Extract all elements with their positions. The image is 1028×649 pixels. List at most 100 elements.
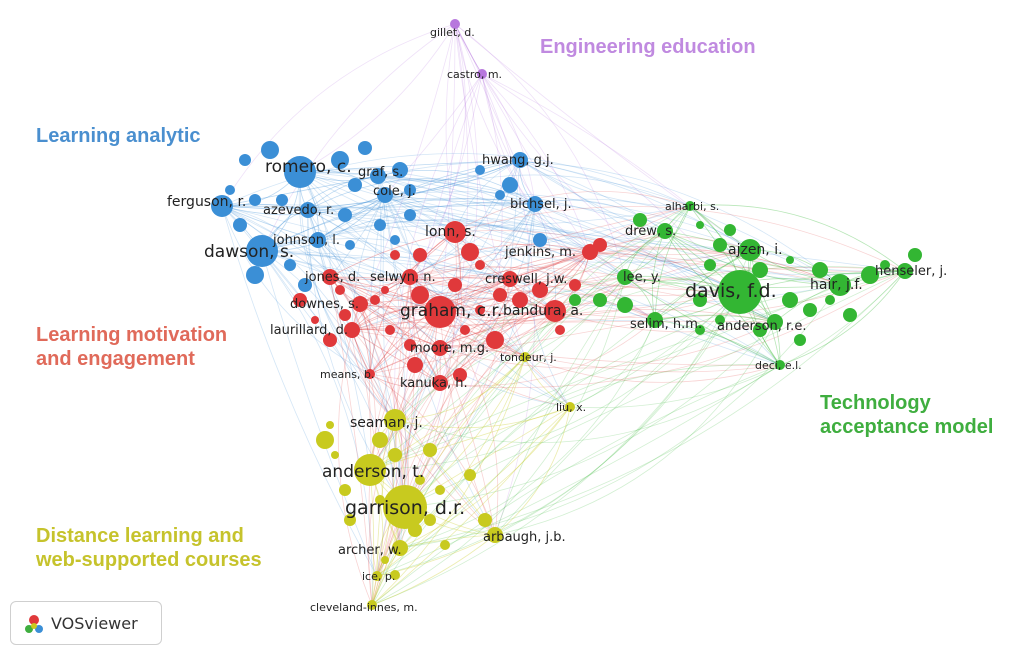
minor-node <box>370 295 380 305</box>
author-node[interactable] <box>392 540 408 556</box>
author-label: bandura, a. <box>503 303 583 319</box>
link-edge <box>394 364 781 444</box>
author-node[interactable] <box>657 223 673 239</box>
author-node[interactable] <box>739 239 761 261</box>
minor-node <box>475 165 485 175</box>
author-node[interactable] <box>310 232 326 248</box>
minor-node <box>633 213 647 227</box>
link-edge <box>439 203 536 384</box>
link-edge <box>399 284 841 549</box>
link-edge <box>369 309 776 375</box>
author-node[interactable] <box>775 360 785 370</box>
link-edge <box>509 248 841 286</box>
link-edge <box>261 250 781 366</box>
author-node[interactable] <box>527 196 543 212</box>
link-edge <box>369 406 571 471</box>
link-edge <box>664 230 841 286</box>
author-node[interactable] <box>767 314 783 330</box>
minor-node <box>374 219 386 231</box>
author-node[interactable] <box>377 187 393 203</box>
author-node[interactable] <box>477 69 487 79</box>
link-edge <box>261 250 378 577</box>
minor-node <box>390 235 400 245</box>
link-edge <box>654 319 781 366</box>
author-label: henseler, j. <box>875 264 947 279</box>
author-node[interactable] <box>246 235 278 267</box>
author-node[interactable] <box>647 312 663 328</box>
author-node[interactable] <box>685 201 695 211</box>
minor-node <box>348 178 362 192</box>
minor-node <box>293 293 307 307</box>
link-edge <box>369 276 411 375</box>
author-node[interactable] <box>383 485 427 529</box>
author-node[interactable] <box>384 409 406 431</box>
author-node[interactable] <box>432 340 448 356</box>
link-edge <box>404 203 536 508</box>
author-node[interactable] <box>502 271 518 287</box>
link-edge <box>329 276 526 358</box>
link-edge <box>351 329 441 384</box>
link-edge <box>261 175 379 252</box>
link-edge <box>359 251 591 305</box>
author-node[interactable] <box>211 195 233 217</box>
link-edge <box>369 373 496 536</box>
link-edge <box>261 250 571 408</box>
author-node[interactable] <box>354 454 386 486</box>
author-node[interactable] <box>424 296 456 328</box>
author-node[interactable] <box>372 571 382 581</box>
link-edge <box>307 209 571 408</box>
author-node[interactable] <box>718 270 762 314</box>
link-edge <box>261 198 536 252</box>
author-node[interactable] <box>544 300 566 322</box>
author-node[interactable] <box>512 152 528 168</box>
author-label: graham, c.r. <box>400 301 502 321</box>
minor-node <box>752 262 768 278</box>
author-node[interactable] <box>897 263 913 279</box>
author-node[interactable] <box>444 221 466 243</box>
minor-node <box>715 315 725 325</box>
author-node[interactable] <box>367 600 377 610</box>
minor-node <box>495 190 505 200</box>
minor-node <box>696 221 704 229</box>
link-edge <box>384 191 841 286</box>
link-edge <box>664 230 776 323</box>
author-node[interactable] <box>432 375 448 391</box>
minor-node <box>486 331 504 349</box>
minor-node <box>225 185 235 195</box>
link-edge <box>439 231 461 349</box>
link-edge <box>221 175 379 207</box>
link-edge <box>398 73 483 549</box>
author-node[interactable] <box>520 352 530 362</box>
author-node[interactable] <box>365 369 375 379</box>
link-edge <box>569 270 906 409</box>
minor-node <box>388 448 402 462</box>
author-label: castro, m. <box>447 68 502 81</box>
author-node[interactable] <box>300 202 316 218</box>
link-edge <box>409 266 626 278</box>
author-node[interactable] <box>402 269 418 285</box>
link-edge <box>221 205 751 294</box>
author-node[interactable] <box>322 269 338 285</box>
author-node[interactable] <box>617 269 633 285</box>
author-node[interactable] <box>352 296 368 312</box>
author-node[interactable] <box>829 274 851 296</box>
author-node[interactable] <box>344 322 360 338</box>
link-edge <box>299 171 741 293</box>
author-node[interactable] <box>565 402 575 412</box>
link-edge <box>329 276 441 349</box>
link-edge <box>221 205 906 272</box>
author-node[interactable] <box>370 168 386 184</box>
link-edge <box>394 73 483 421</box>
author-node[interactable] <box>487 527 503 543</box>
author-label: dawson, s. <box>204 242 294 262</box>
author-node[interactable] <box>582 244 598 260</box>
vosviewer-logo[interactable]: VOSviewer <box>10 601 162 645</box>
minor-node <box>298 278 312 292</box>
author-label: means, b. <box>320 368 374 381</box>
author-node[interactable] <box>450 19 460 29</box>
author-node[interactable] <box>284 156 316 188</box>
link-edge <box>317 239 656 322</box>
